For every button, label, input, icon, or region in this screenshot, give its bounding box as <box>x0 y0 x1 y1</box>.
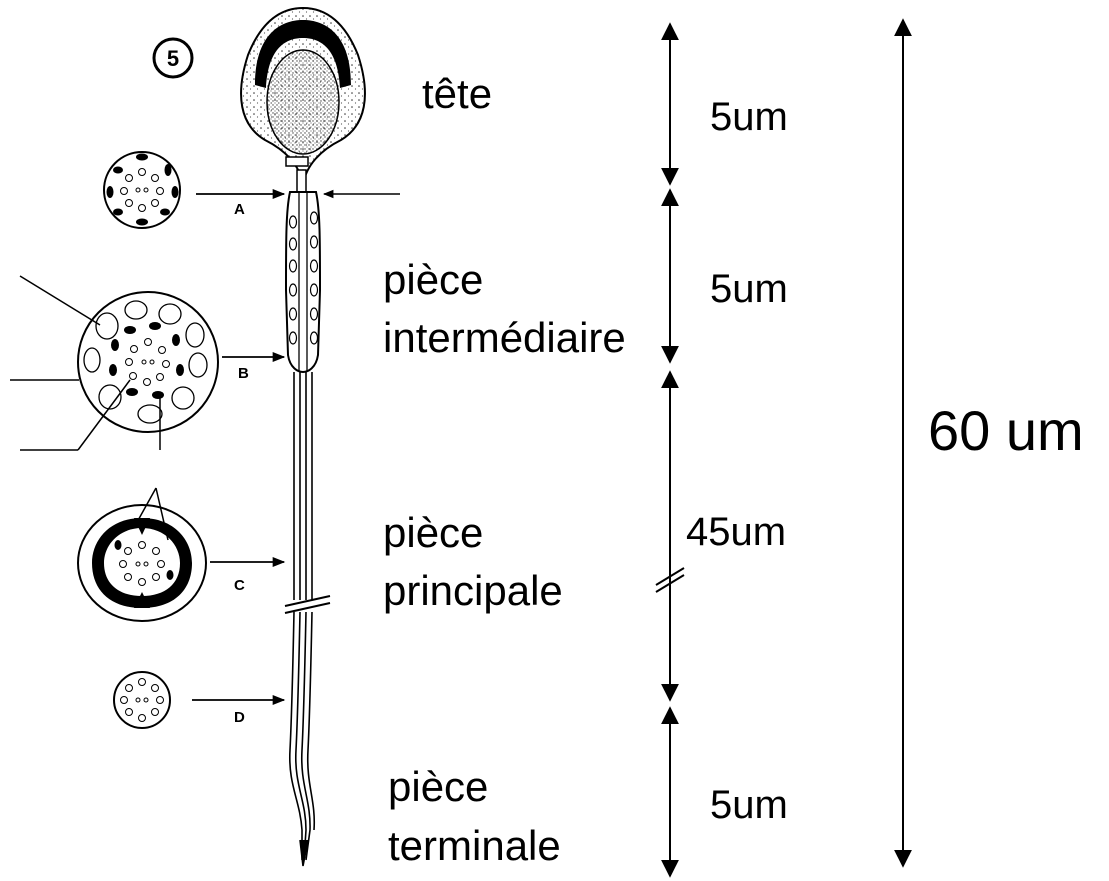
cross-section-d <box>114 672 170 728</box>
length-end: 5um <box>710 783 788 827</box>
length-principal: 45um <box>686 510 786 554</box>
label-principal-2: principale <box>383 567 563 614</box>
label-a: A <box>234 201 245 218</box>
svg-text:5: 5 <box>167 46 179 71</box>
label-midpiece-1: pièce <box>383 256 483 303</box>
cross-section-a <box>104 152 180 228</box>
label-head: tête <box>422 70 492 117</box>
cross-section-c <box>78 505 206 621</box>
cross-section-b <box>78 292 218 432</box>
length-total: 60 um <box>928 399 1084 462</box>
sperm-midpiece <box>286 192 320 372</box>
figure-number: 5 <box>154 39 192 77</box>
label-end-1: pièce <box>388 763 488 810</box>
sperm-tail <box>290 372 314 866</box>
sperm-head <box>241 8 365 192</box>
label-c: C <box>234 577 245 594</box>
length-head: 5um <box>710 95 788 139</box>
label-principal-1: pièce <box>383 509 483 556</box>
label-midpiece-2: intermédiaire <box>383 314 626 361</box>
length-midpiece: 5um <box>710 267 788 311</box>
label-b: B <box>238 365 249 382</box>
tail-break-mark <box>285 596 330 613</box>
label-d: D <box>234 709 245 726</box>
label-end-2: terminale <box>388 822 561 869</box>
